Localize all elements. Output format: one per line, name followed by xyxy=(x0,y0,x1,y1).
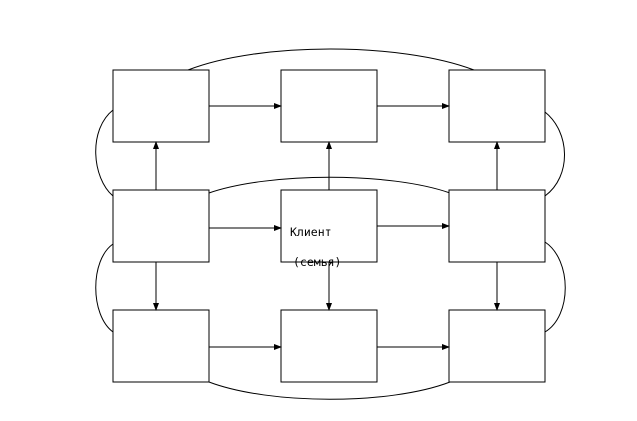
node-middle-right xyxy=(448,189,546,263)
node-bottom-left xyxy=(112,309,210,383)
curve-top-arc xyxy=(187,48,475,71)
curve-left-upper xyxy=(95,109,114,197)
node-bottom-center xyxy=(280,309,378,383)
node-top-left xyxy=(112,69,210,143)
node-middle-left xyxy=(112,189,210,263)
curve-right-upper xyxy=(544,111,565,197)
curve-middle-arc xyxy=(208,176,451,194)
center-label-line1: Клиент xyxy=(290,225,332,239)
curve-right-lower xyxy=(544,241,566,333)
node-top-center xyxy=(280,69,378,143)
curve-left-lower xyxy=(95,243,114,333)
node-bottom-right xyxy=(448,309,546,383)
curve-bottom-arc xyxy=(208,381,451,400)
center-label-line2: (семья) xyxy=(293,255,341,269)
node-top-right xyxy=(448,69,546,143)
